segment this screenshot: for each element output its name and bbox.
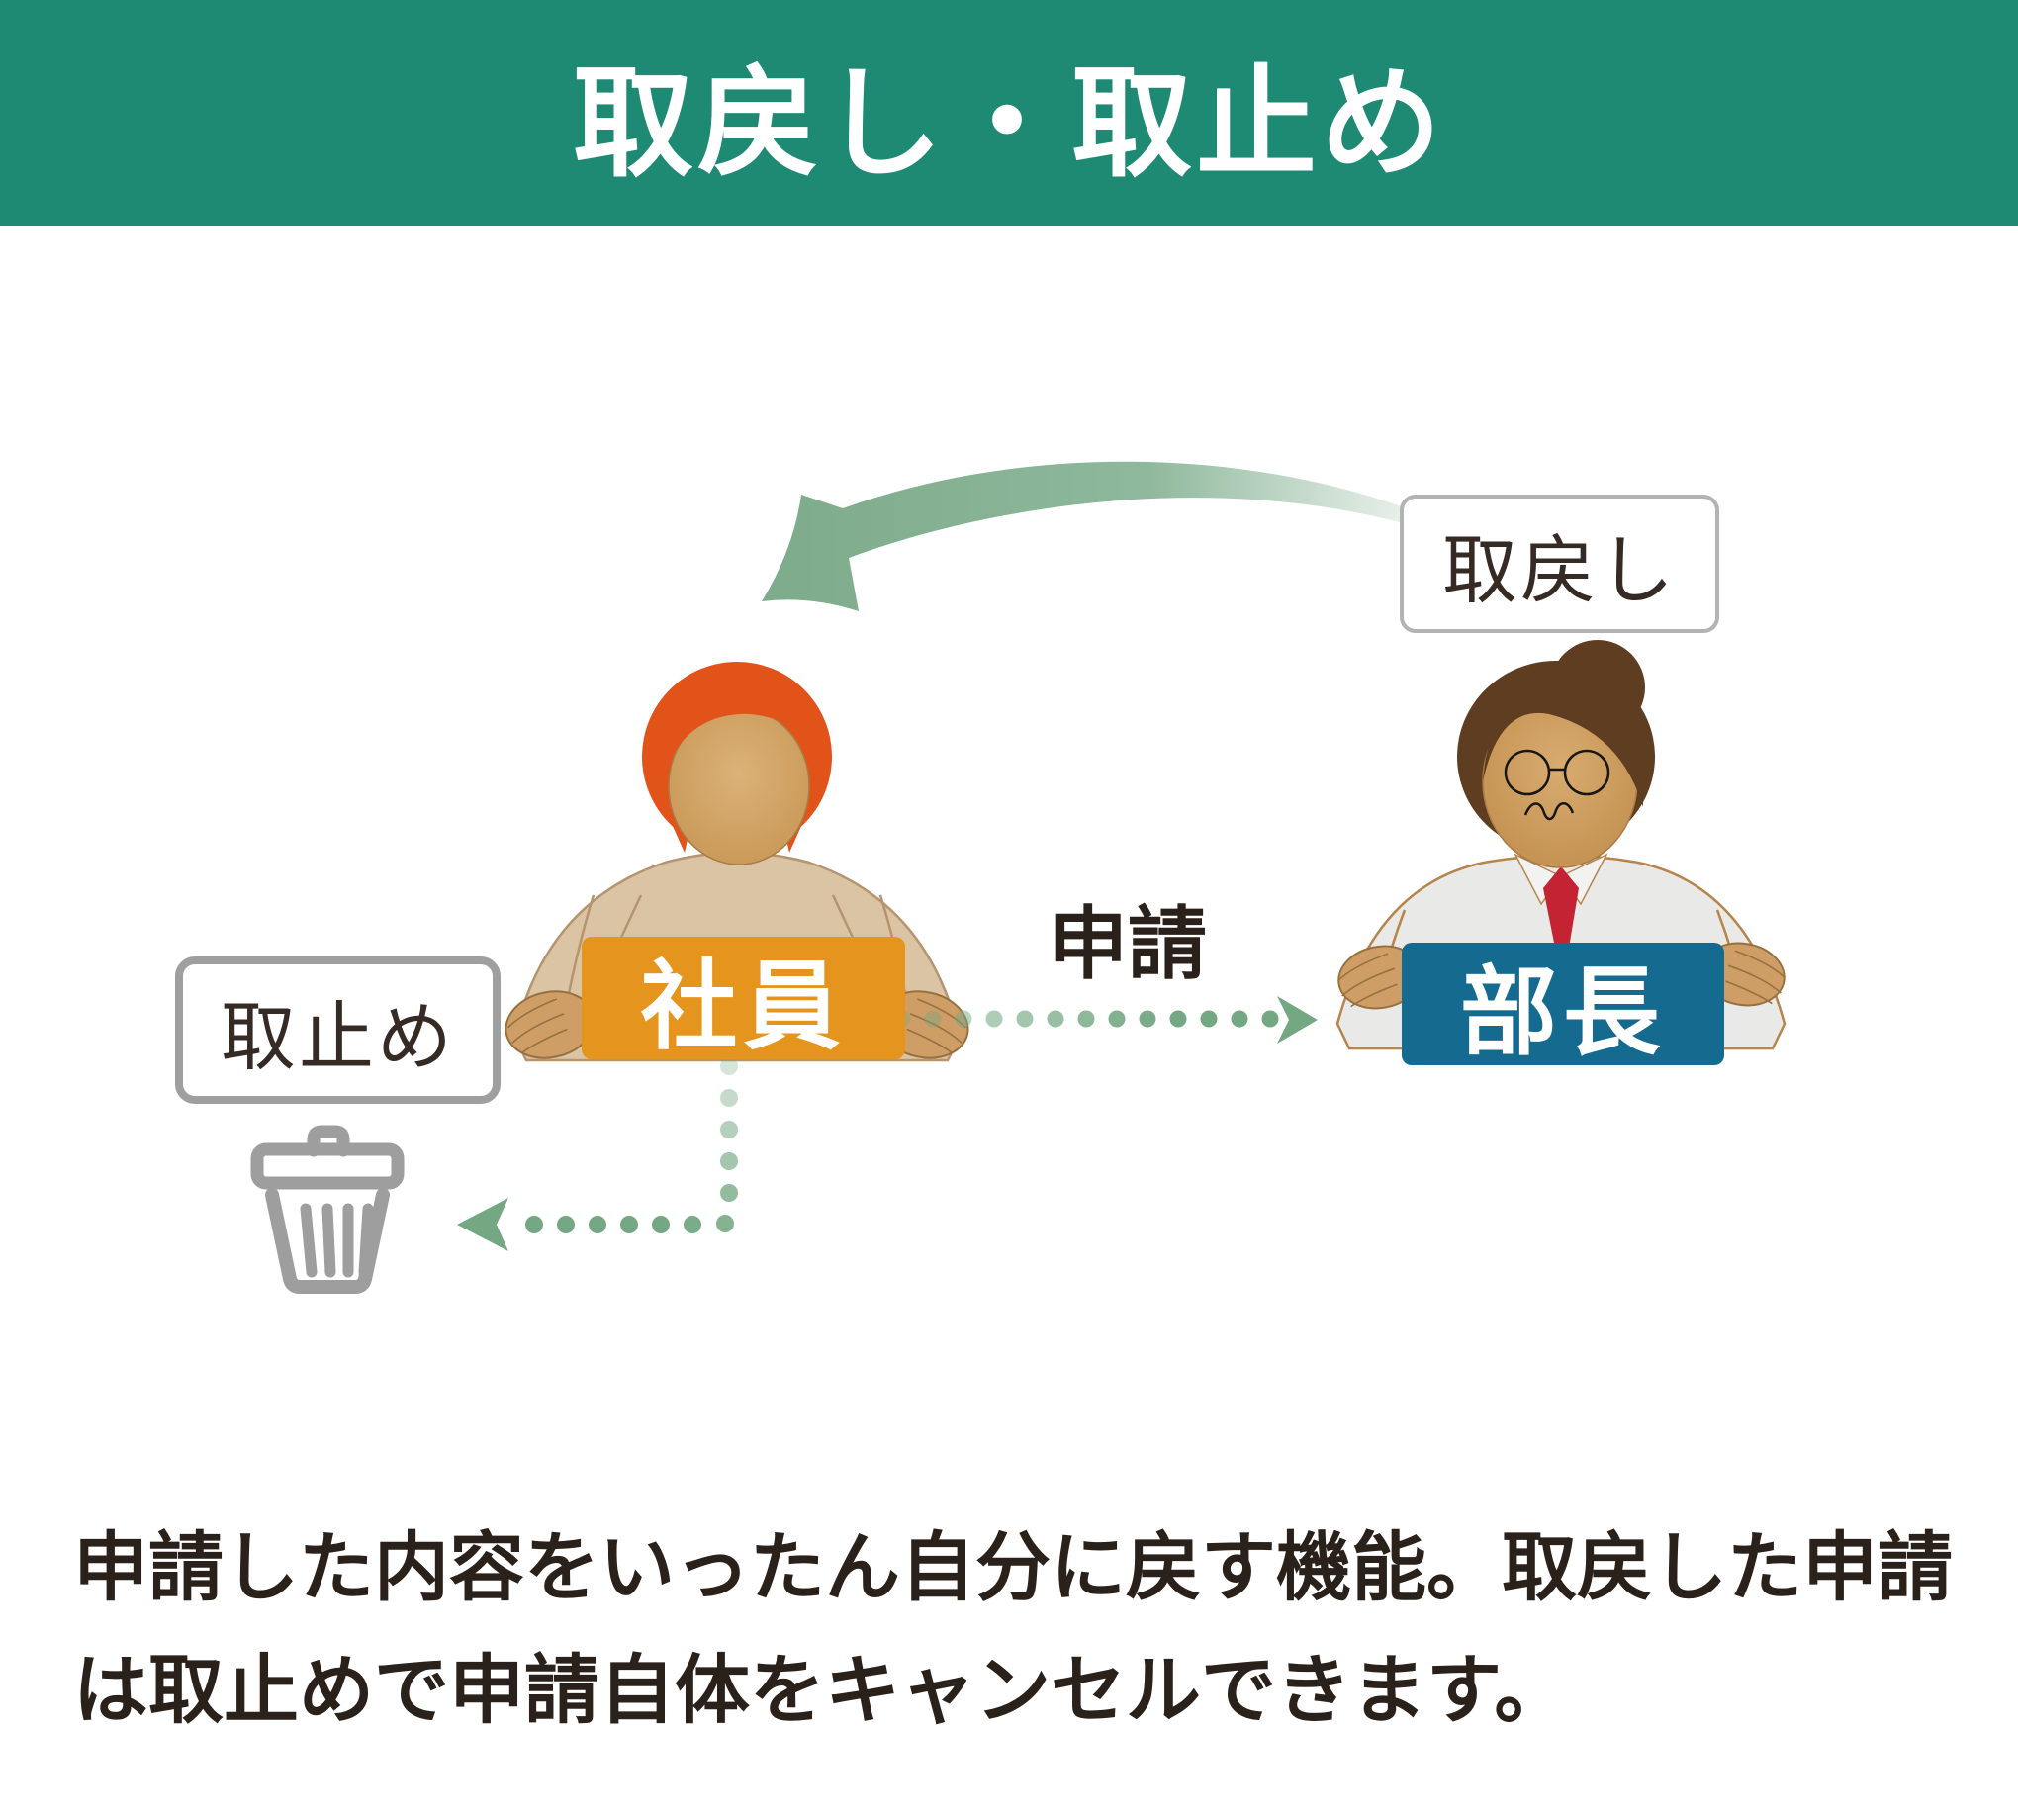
retrieve-label: 取戻し: [1442, 529, 1677, 613]
glasses-icon: [1504, 749, 1610, 796]
mouth: [1523, 802, 1575, 821]
manager-sign-label: 部長: [1459, 957, 1666, 1066]
manager-sign: 部長: [1402, 943, 1724, 1066]
description-line-2: は取止めで申請自体をキャンセルできます。: [73, 1649, 1570, 1733]
apply-label: 申請: [1049, 900, 1207, 988]
employee-sign: 社員: [582, 937, 905, 1060]
retrieve-arrow-icon: [762, 461, 1407, 611]
page-title: 取戻し・取止め: [573, 55, 1445, 191]
title-banner: 取戻し・取止め: [0, 0, 2018, 226]
trash-icon: [250, 1125, 405, 1294]
cancel-label-box: 取止め: [175, 956, 501, 1104]
employee-sign-label: 社員: [640, 952, 847, 1060]
employee-left-hand: [504, 990, 596, 1059]
retrieve-label-box: 取戻し: [1400, 495, 1719, 633]
description: 申請した内容をいったん自分に戻す機能。取戻した申請 は取止めで申請自体をキャンセ…: [73, 1507, 1992, 1753]
description-line-1: 申請した内容をいったん自分に戻す機能。取戻した申請: [73, 1526, 1953, 1610]
cancel-arrow-icon: [457, 1057, 738, 1251]
cancel-label: 取止め: [221, 995, 455, 1080]
